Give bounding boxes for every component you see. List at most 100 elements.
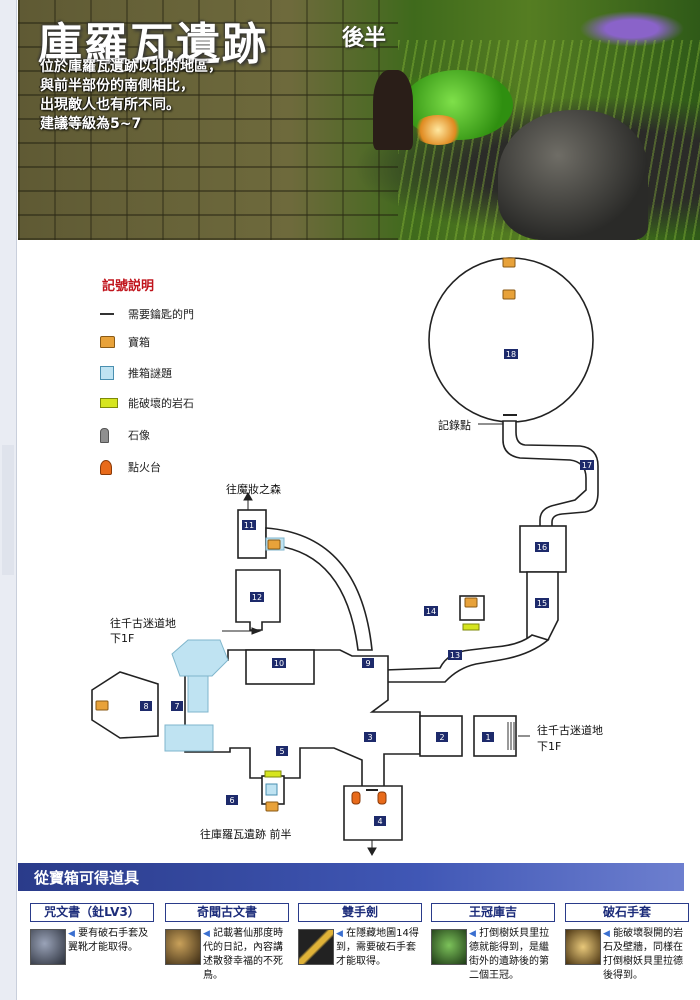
item-desc: 能破壞裂開的岩石及壁牆，同樣在打倒樹妖貝里拉德後得到。 [603,928,684,981]
intro-line: 位於庫羅瓦遺跡以北的地區， [40,59,222,75]
treasure-chest-icon [267,539,281,550]
item-name: 雙手劍 [298,903,422,922]
legend-item-chest: 寶箱 [100,333,150,351]
svg-text:12: 12 [252,593,262,602]
svg-text:18: 18 [506,350,516,359]
breakable-rock-icon [462,623,480,631]
maze-exit-left-label: 往千古迷道地 [110,617,176,630]
corridor-17 [502,420,599,529]
room-number-6: 6 [226,795,238,805]
room-number-8: 8 [140,701,152,711]
legend-label: 寶箱 [128,336,150,349]
central-hall [184,649,421,791]
boulder-art [498,110,648,240]
svg-text:7: 7 [174,702,179,711]
svg-text:16: 16 [537,543,547,552]
triangle-icon: ◀ [469,929,476,939]
svg-text:11: 11 [244,521,254,530]
triangle-icon: ◀ [603,929,610,939]
treasure-chest-icon [464,597,478,608]
binding-tab [2,445,14,575]
legend-label: 石像 [128,429,150,442]
water-pool [187,675,209,713]
items-section-title: 從寶箱可得道具 [34,869,140,887]
two-hand-sword-icon [298,929,334,965]
push-box-icon [265,783,278,796]
triangle-icon: ◀ [203,929,210,939]
item-card: 雙手劍 ◀ 在隱藏地圖14得到，需要破石手套才能取得。 [298,903,422,995]
hero-character-art [373,70,413,150]
save-point-label: 記錄點 [438,419,471,432]
svg-text:4: 4 [377,817,382,826]
room-number-14: 14 [424,606,438,616]
breakable-rock-icon [100,398,118,408]
ruins-front-exit-label: 往庫羅瓦遺跡 前半 [200,828,292,841]
treasure-chest-icon [100,336,115,348]
item-name: 奇聞古文書 [165,903,289,922]
push-box-icon [100,366,114,380]
legend-label: 推箱謎題 [128,367,172,380]
crown-kuji-icon [431,929,467,965]
item-desc: 要有破石手套及翼靴才能取得。 [68,928,149,953]
header-screenshot [18,0,700,240]
item-card: 王冠庫吉 ◀ 打倒樹妖貝里拉德就能得到，是繼街外的遺跡後的第二個王冠。 [431,903,555,995]
svg-text:1: 1 [485,733,490,742]
legend-label: 點火台 [128,461,161,474]
spellbook-icon [30,929,66,965]
room-number-15: 15 [535,598,549,608]
arrow-down-icon [367,847,377,857]
item-desc: 記載著仙那度時代的日記，內容講述散發幸福的不死鳥。 [203,928,284,981]
torch-stand-icon [351,791,361,805]
corridor-13 [384,634,550,683]
legend-title: 記號説明 [102,279,155,294]
svg-text:8: 8 [143,702,148,711]
room-number-10: 10 [272,658,286,668]
arrow-up-icon [243,491,253,501]
statue-icon [100,427,109,443]
room-number-17: 17 [580,460,594,470]
maze-exit-right-label-2: 下1F [537,740,562,753]
room-number-16: 16 [535,542,549,552]
legend-item-torch: 點火台 [100,458,161,476]
room-number-5: 5 [276,746,288,756]
arrow-right-icon [251,627,262,635]
stone-wall-art [18,0,398,240]
intro-line: 建議等級為5~7 [40,116,142,132]
room-11 [237,509,267,559]
page-subtitle: 後半 [342,26,387,51]
page-title: 庫羅瓦遺跡 [38,19,268,70]
intro-line: 出現敵人也有所不同。 [40,97,180,113]
room-number-4: 4 [374,816,386,826]
svg-text:5: 5 [279,747,284,756]
door-line-icon [100,313,114,315]
room-number-3: 3 [364,732,376,742]
item-desc: 在隱藏地圖14得到，需要破石手套才能取得。 [336,928,419,967]
torch-stand-icon [100,459,112,475]
room-number-12: 12 [250,592,264,602]
rock-glove-icon [565,929,601,965]
intro-line: 與前半部份的南側相比， [40,78,194,94]
legend-item-statue: 石像 [100,426,150,444]
svg-text:15: 15 [537,599,547,608]
svg-text:3: 3 [367,733,372,742]
svg-text:13: 13 [450,651,460,660]
svg-text:2: 2 [439,733,444,742]
items-section-bar [18,863,684,891]
room-8 [91,671,159,739]
item-card: 奇聞古文書 ◀ 記載著仙那度時代的日記，內容講述散發幸福的不死鳥。 [165,903,289,995]
svg-text:6: 6 [229,796,234,805]
water-pool [171,639,229,677]
svg-text:10: 10 [274,659,284,668]
room-number-1: 1 [482,732,494,742]
room-number-11: 11 [242,520,256,530]
legend-item-rock: 能破壞的岩石 [100,394,194,412]
item-card: 咒文書（釷LV3） ◀ 要有破石手套及翼靴才能取得。 [30,903,154,995]
triangle-icon: ◀ [336,929,343,939]
room-1 [473,715,517,757]
treasure-chest-icon [502,257,516,268]
legend-item-door: 需要鑰匙的門 [100,305,194,323]
room-number-13: 13 [448,650,462,660]
breakable-rock-icon [264,770,282,778]
svg-text:14: 14 [426,607,436,616]
